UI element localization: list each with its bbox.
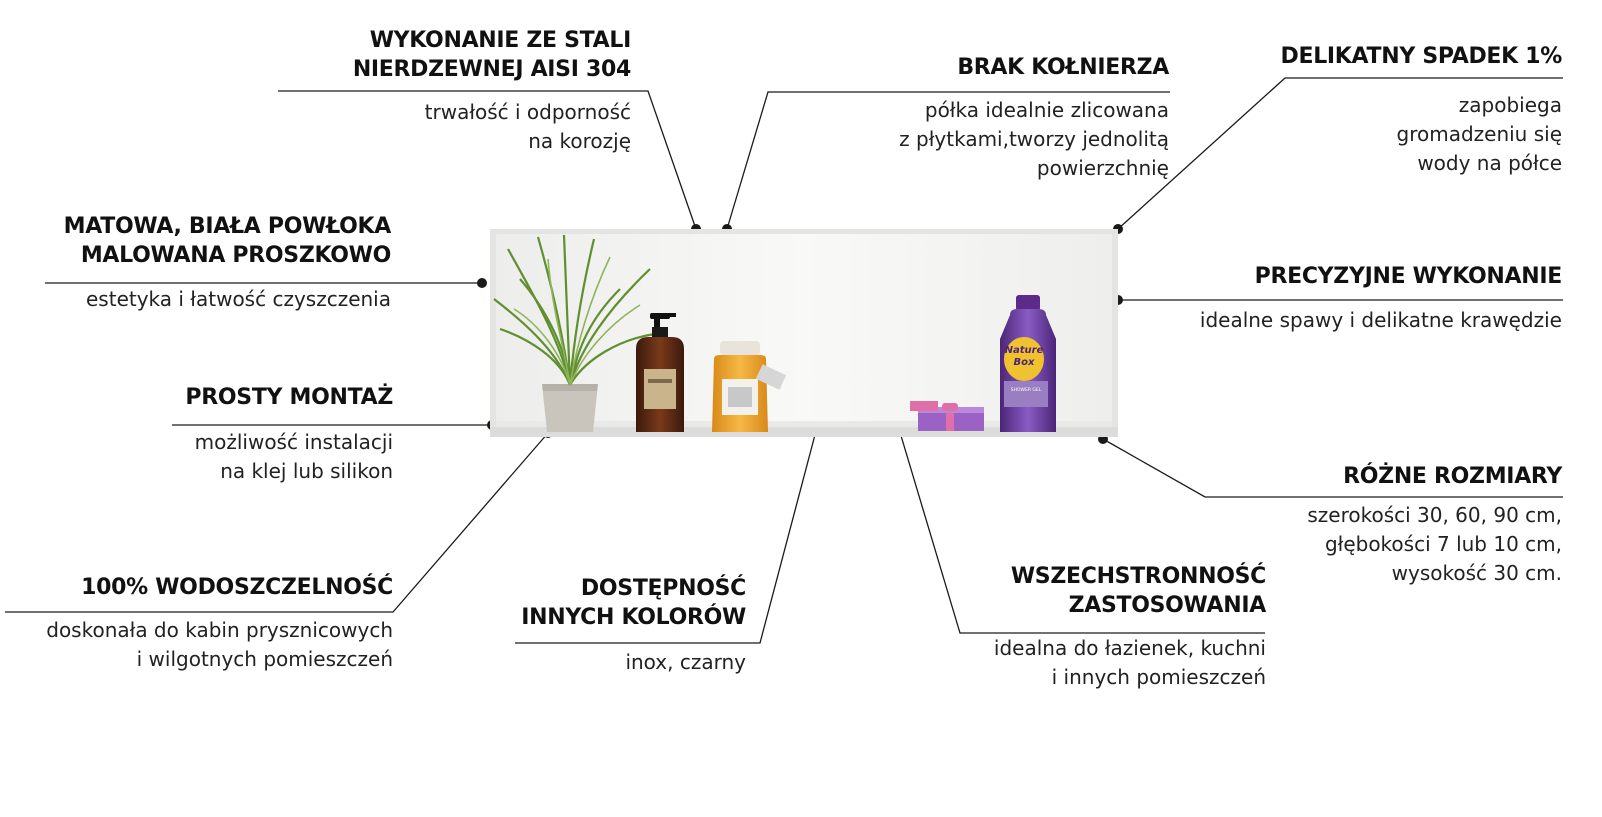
leader-line-water — [5, 432, 549, 613]
steel-title-2: NIERDZEWNEJ AISI 304 — [352, 57, 631, 82]
flange-desc-1: półka idealnie zlicowana — [924, 98, 1169, 122]
slope-desc-1: zapobiega — [1458, 93, 1562, 117]
colors-title-1: DOSTĘPNOŚĆ — [580, 576, 746, 601]
gel-type: SHOWER GEL — [1011, 387, 1042, 393]
sizes-title: RÓŻNE ROZMIARY — [1343, 464, 1562, 489]
flange-desc-2: z płytkami,tworzy jednolitą — [899, 127, 1169, 151]
callout-slope: DELIKATNY SPADEK 1% zapobiega gromadzeni… — [1281, 42, 1563, 178]
bath-salt-jar — [712, 341, 787, 432]
callout-coating: MATOWA, BIAŁA POWŁOKA MALOWANA PROSZKOWO… — [63, 212, 392, 314]
plant-leaves — [493, 234, 656, 386]
gel-brand-2: Box — [1014, 357, 1035, 368]
slope-desc-2: gromadzeniu się — [1396, 122, 1563, 146]
callout-mount: PROSTY MONTAŻ możliwość instalacji na kl… — [185, 383, 393, 486]
sizes-desc-2: głębokości 7 lub 10 cm, — [1324, 532, 1562, 556]
flange-title: BRAK KOŁNIERZA — [957, 55, 1169, 80]
leader-line-flange — [726, 91, 1170, 230]
niche-bottom-edge — [490, 427, 1118, 437]
coating-desc-1: estetyka i łatwość czyszczenia — [86, 287, 391, 311]
steel-title-1: WYKONANIE ZE STALI — [369, 28, 632, 53]
shower-gel-bottle: Nature Box SHOWER GEL — [1000, 295, 1056, 432]
flange-desc-3: powierzchnię — [1036, 156, 1169, 180]
coating-title-1: MATOWA, BIAŁA POWŁOKA — [63, 214, 392, 239]
usage-title-2: ZASTOSOWANIA — [1068, 593, 1267, 618]
callout-sizes: RÓŻNE ROZMIARY szerokości 30, 60, 90 cm,… — [1307, 462, 1562, 588]
callout-flange: BRAK KOŁNIERZA półka idealnie zlicowana … — [899, 53, 1169, 183]
callout-usage: WSZECHSTRONNOŚĆ ZASTOSOWANIA idealna do … — [994, 562, 1266, 692]
plant-pot — [542, 384, 598, 432]
mount-desc-2: na klej lub silikon — [220, 459, 393, 483]
sizes-desc-3: wysokość 30 cm. — [1391, 561, 1562, 585]
callout-precise: PRECYZYJNE WYKONANIE idealne spawy i del… — [1200, 262, 1562, 335]
usage-desc-1: idealna do łazienek, kuchni — [993, 636, 1266, 660]
callout-colors: DOSTĘPNOŚĆ INNYCH KOLORÓW inox, czarny — [521, 574, 746, 677]
precise-title: PRECYZYJNE WYKONANIE — [1254, 264, 1563, 289]
colors-desc-1: inox, czarny — [625, 650, 746, 674]
water-desc-2: i wilgotnych pomieszczeń — [136, 647, 393, 671]
usage-title-1: WSZECHSTRONNOŚĆ — [1010, 564, 1266, 589]
dot-coating — [477, 278, 487, 288]
soap-gift-box — [910, 401, 984, 431]
callout-water: 100% WODOSZCZELNOŚĆ doskonała do kabin p… — [46, 573, 393, 674]
steel-desc-2: na korozję — [528, 129, 631, 153]
leader-line-colors — [515, 430, 817, 644]
gel-brand-1: Nature — [1005, 345, 1044, 356]
water-desc-1: doskonała do kabin prysznicowych — [46, 618, 393, 642]
leader-line-steel — [278, 90, 697, 230]
colors-title-2: INNYCH KOLORÓW — [521, 605, 746, 630]
mount-title: PROSTY MONTAŻ — [185, 385, 393, 410]
precise-desc-1: idealne spawy i delikatne krawędzie — [1199, 308, 1562, 332]
soap-dispenser — [636, 313, 684, 432]
leader-line-usage — [898, 428, 1265, 634]
callout-steel: WYKONANIE ZE STALI NIERDZEWNEJ AISI 304 … — [353, 26, 631, 156]
water-title: 100% WODOSZCZELNOŚĆ — [81, 575, 393, 600]
slope-title: DELIKATNY SPADEK 1% — [1280, 44, 1563, 69]
mount-desc-1: możliwość instalacji — [194, 430, 393, 454]
usage-desc-2: i innych pomieszczeń — [1051, 665, 1266, 689]
leader-line-slope — [1117, 77, 1563, 230]
shelf-niche-image: Nature Box SHOWER GEL — [490, 229, 1118, 437]
leader-line-sizes — [1102, 438, 1563, 498]
steel-desc-1: trwałość i odporność — [424, 100, 631, 124]
coating-title-2: MALOWANA PROSZKOWO — [80, 243, 391, 268]
sizes-desc-1: szerokości 30, 60, 90 cm, — [1307, 503, 1562, 527]
slope-desc-3: wody na półce — [1417, 151, 1562, 175]
